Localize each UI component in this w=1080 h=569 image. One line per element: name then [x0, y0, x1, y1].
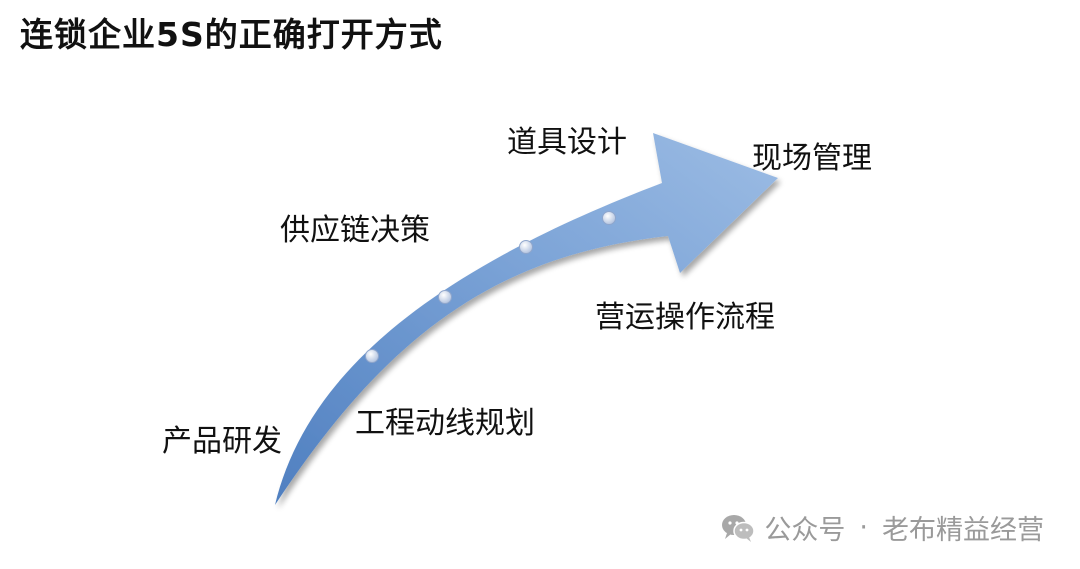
- stage-props-design: 道具设计: [507, 125, 627, 160]
- milestone-dot: [438, 290, 452, 304]
- stage-product-rd: 产品研发: [162, 424, 282, 459]
- page-title: 连锁企业5S的正确打开方式: [20, 15, 443, 54]
- milestone-dot: [365, 349, 379, 363]
- milestone-dot: [602, 211, 616, 225]
- watermark-separator: ·: [859, 512, 868, 543]
- stage-supply-chain: 供应链决策: [280, 213, 430, 248]
- watermark: 公众号 · 老布精益经营: [720, 508, 1044, 547]
- stage-onsite-management: 现场管理: [752, 141, 872, 176]
- wechat-icon: [722, 514, 756, 542]
- curved-arrow: [275, 133, 778, 505]
- watermark-prefix: 公众号: [764, 515, 846, 546]
- milestone-dot: [519, 240, 533, 254]
- stage-operations-process: 营运操作流程: [595, 300, 775, 335]
- stage-engineering-flow: 工程动线规划: [355, 406, 535, 441]
- watermark-name: 老布精益经营: [882, 515, 1044, 546]
